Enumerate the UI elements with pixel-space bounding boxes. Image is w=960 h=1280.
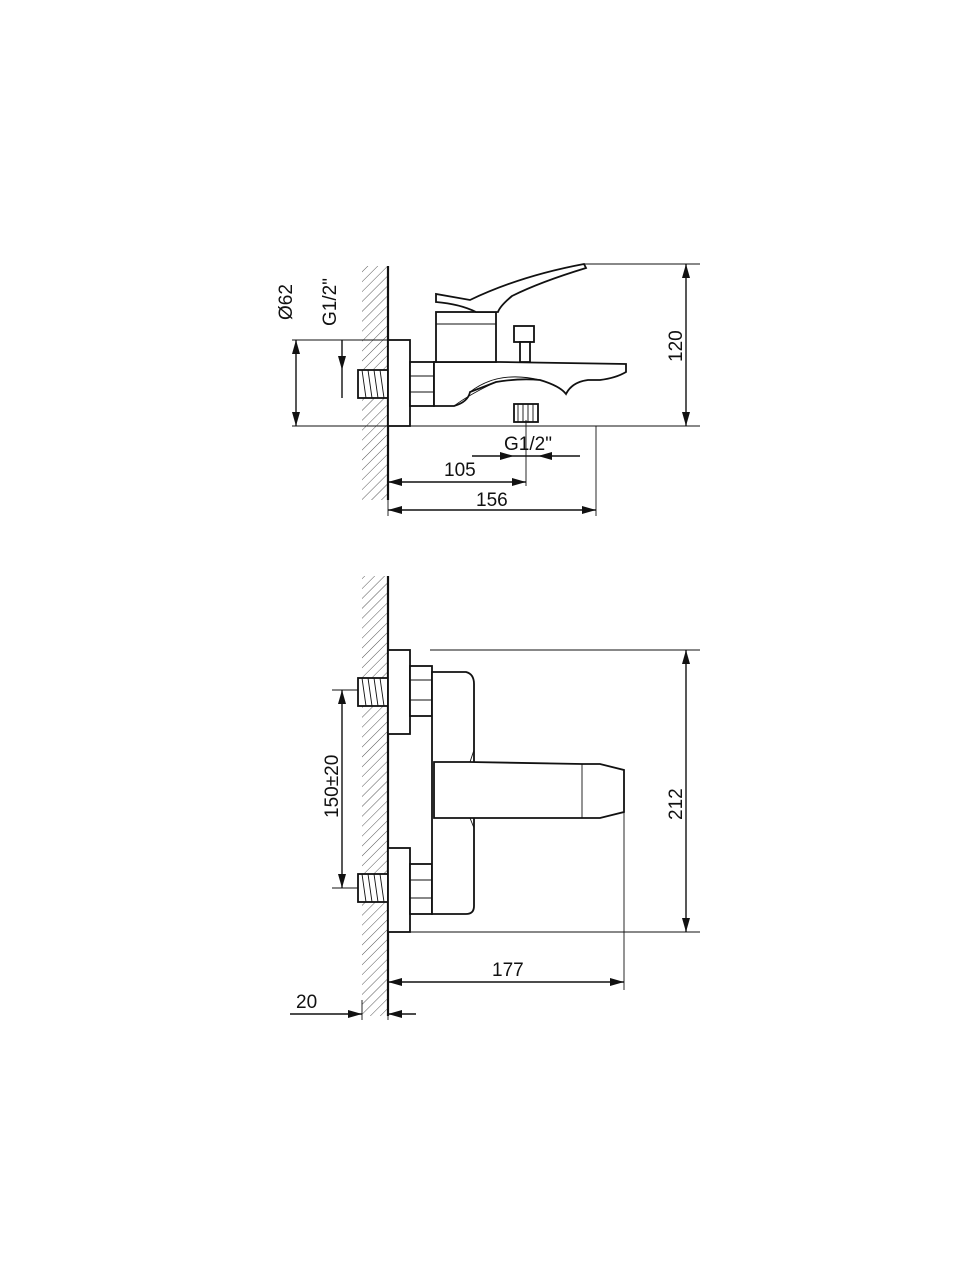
dim-total-depth-label: 156: [476, 490, 508, 511]
shower-outlet: [513, 403, 539, 423]
dim-wall-label: 20: [296, 992, 317, 1013]
dim-wall-thread-label: G1/2": [320, 278, 341, 326]
dim-inlet-spacing-label: 150±20: [322, 755, 343, 818]
dim-outlet-thread-label: G1/2": [504, 434, 552, 455]
lever-handle: [435, 262, 588, 313]
side-view: Ø62 G1/2" 120 G1/2" 105 156: [276, 262, 700, 516]
wall-connector-thread: [357, 369, 389, 399]
wall-hatch-bottom: [362, 576, 388, 1016]
upper-inlet: [357, 649, 433, 735]
lower-inlet: [357, 847, 433, 933]
top-view: 150±20 212 177 20: [290, 576, 700, 1020]
dim-height-label: 120: [666, 330, 687, 362]
dim-spout-center-label: 105: [444, 460, 476, 481]
hex-nut: [409, 361, 435, 407]
dim-depth-label: 177: [492, 960, 524, 981]
cartridge-housing: [435, 311, 497, 363]
dim-diameter-label: Ø62: [276, 284, 297, 320]
wall-flange: [387, 339, 411, 427]
spout-top: [433, 761, 625, 819]
diverter-knob: [513, 325, 535, 363]
faucet-body: [433, 361, 627, 407]
dim-width-label: 212: [666, 788, 687, 820]
